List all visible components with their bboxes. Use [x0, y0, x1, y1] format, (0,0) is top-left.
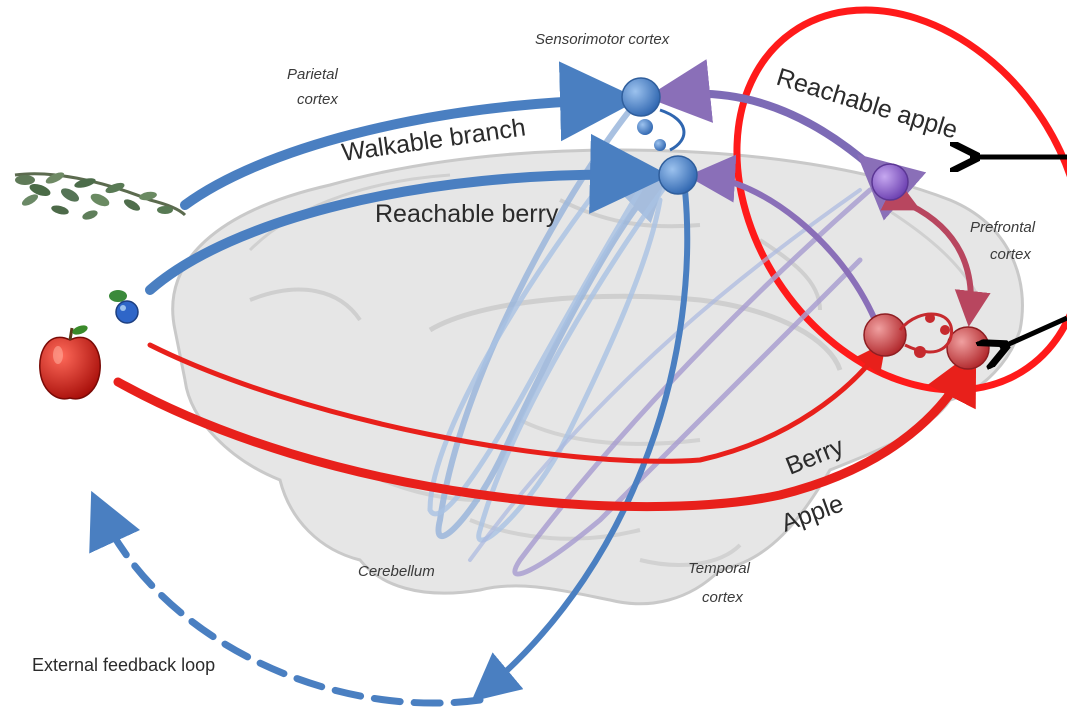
label-prefrontal-1: Prefrontal [970, 219, 1036, 236]
apple-path [113, 348, 977, 512]
label-prefrontal-2: cortex [990, 246, 1031, 263]
leaves-icon [14, 172, 187, 220]
external-feedback-path [89, 490, 484, 707]
label-external-feedback: External feedback loop [32, 655, 215, 675]
highlight-ellipse [733, 6, 1067, 394]
sensorimotor-neuron-top [621, 77, 661, 117]
berry-path [147, 342, 887, 464]
sensorimotor-neuron-bottom [658, 155, 698, 195]
prefrontal-neuron-red-right [946, 326, 990, 370]
blue-pathways [89, 61, 691, 707]
red-pathways [113, 342, 977, 512]
pointer-arrows [970, 157, 1067, 348]
cerebellar-loops [427, 107, 873, 577]
reachable-berry-path [145, 133, 670, 295]
purple-pathways [646, 59, 991, 327]
prefrontal-neuron-purple [871, 163, 909, 201]
berry-icon [109, 290, 139, 324]
motor-output-path [471, 187, 691, 702]
label-reachable-berry: Reachable berry [375, 200, 559, 228]
label-temporal-1: Temporal [688, 560, 751, 577]
label-reachable-apple: Reachable apple [773, 63, 961, 145]
label-parietal-1: Parietal [287, 66, 339, 83]
prefrontal-neuron-red-left [863, 313, 907, 357]
label-cerebellum: Cerebellum [358, 563, 435, 580]
apple-icon [39, 325, 101, 400]
label-sensorimotor: Sensorimotor cortex [535, 31, 670, 48]
walkable-branch-path [180, 61, 640, 210]
label-parietal-2: cortex [297, 91, 338, 108]
label-temporal-2: cortex [702, 589, 743, 606]
